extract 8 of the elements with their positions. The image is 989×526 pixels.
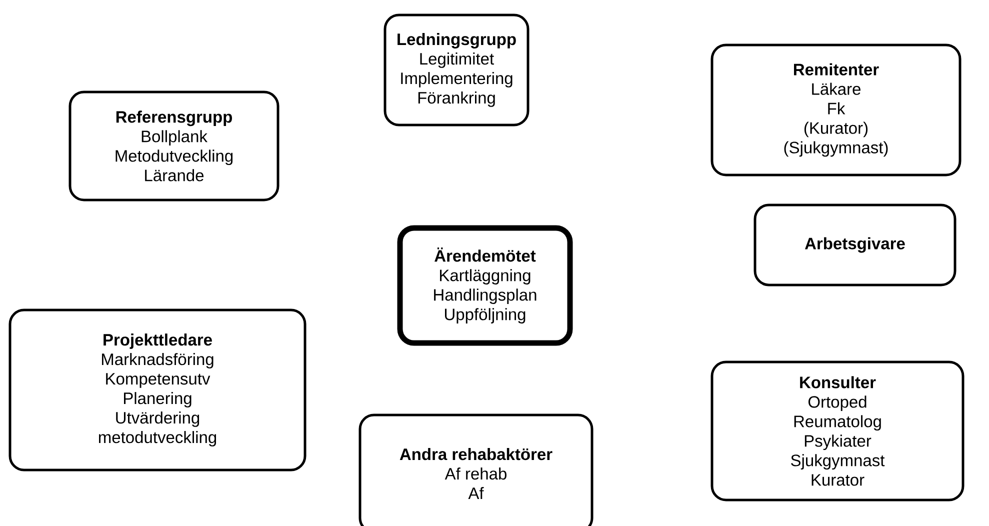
group-box: Projekttledare Marknadsföring Kompetensutv Planering Utvärdering metodutveckling [8,308,306,472]
group-box: Konsulter Ortoped Reumatolog Psykiater Sjukgymnast Kurator [710,360,964,502]
group-box: Ledningsgrupp Legitimitet Implementering Förankring [384,14,530,126]
group-box: Andra rehabaktörer Af rehab Af [358,414,594,526]
group-box: Remitenter Läkare Fk (Kurator) (Sjukgymnast) [710,44,962,176]
group-box: Arbetsgivare [754,204,956,286]
group-box: Referensgrupp Bollplank Metodutveckling Lärande [68,90,280,202]
group-box: Ärendemötet Kartläggning Handlingsplan Uppföljning [397,225,573,346]
